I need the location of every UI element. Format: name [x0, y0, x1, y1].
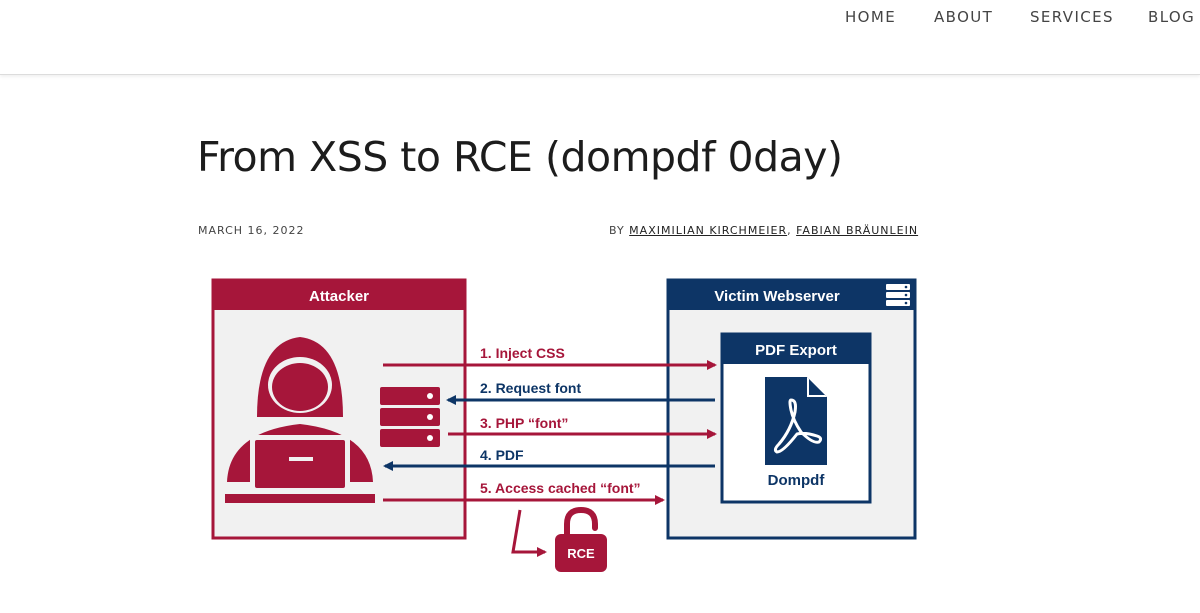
post-byline: BY MAXIMILIAN KIRCHMEIER, FABIAN BRÄUNLE… — [609, 224, 918, 237]
step-2-label: 2. Request font — [480, 380, 581, 396]
step-1-label: 1. Inject CSS — [480, 345, 565, 361]
hacker-icon — [225, 337, 375, 503]
rce-label: RCE — [567, 546, 595, 561]
dompdf-label: Dompdf — [768, 472, 826, 489]
step-4-label: 4. PDF — [480, 447, 524, 463]
nav-about[interactable]: ABOUT — [934, 8, 994, 26]
nav-services[interactable]: SERVICES — [1030, 8, 1114, 26]
step-4-arrow: 4. PDF — [383, 447, 715, 471]
pdf-file-icon — [765, 377, 827, 465]
step-1-arrow: 1. Inject CSS — [383, 345, 717, 370]
victim-server-icon — [886, 284, 910, 306]
author-separator: , — [787, 224, 792, 237]
post-date: MARCH 16, 2022 — [198, 224, 305, 237]
step-2-arrow: 2. Request font — [446, 380, 715, 405]
step-5-arrow: 5. Access cached “font” — [383, 480, 665, 505]
site-header: HOME ABOUT SERVICES BLOG — [0, 0, 1200, 75]
nav-blog[interactable]: BLOG — [1148, 8, 1196, 26]
byline-prefix: BY — [609, 224, 625, 237]
pdf-export-label: PDF Export — [755, 342, 837, 359]
nav-home[interactable]: HOME — [845, 8, 897, 26]
main-nav: HOME ABOUT SERVICES BLOG — [0, 8, 1200, 28]
author-link-1[interactable]: MAXIMILIAN KIRCHMEIER — [629, 224, 788, 237]
step-3-arrow: 3. PHP “font” — [448, 415, 717, 439]
unlocked-padlock-icon: RCE — [555, 506, 607, 572]
rce-connector-arrow — [511, 509, 547, 557]
step-3-label: 3. PHP “font” — [480, 415, 568, 431]
victim-label: Victim Webserver — [714, 288, 840, 305]
page-title: From XSS to RCE (dompdf 0day) — [197, 133, 843, 181]
attacker-label: Attacker — [309, 288, 369, 305]
step-5-label: 5. Access cached “font” — [480, 480, 641, 496]
author-link-2[interactable]: FABIAN BRÄUNLEIN — [796, 224, 919, 237]
attacker-server-icon — [380, 387, 440, 447]
article-figure: Attacker Victim Webserver — [205, 272, 925, 582]
exploit-flow-diagram: Attacker Victim Webserver — [211, 278, 917, 572]
